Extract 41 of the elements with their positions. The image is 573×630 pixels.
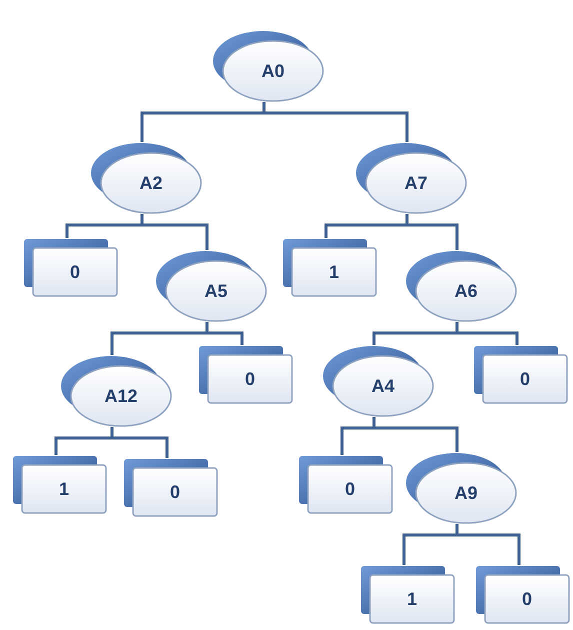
connector-line [406,214,458,250]
box-node [12,455,108,515]
box-node [198,345,294,405]
box-node [475,565,571,625]
ellipse-node [355,142,467,214]
box-node [123,458,219,518]
node-label: A9 [454,484,478,502]
node-label: 0 [70,263,80,281]
node-label: 0 [345,480,355,498]
node-label: A5 [204,282,228,300]
node-label: 1 [59,480,69,498]
box-node [23,238,119,298]
node-label: 0 [520,370,530,388]
connector-line [206,322,244,345]
node-label: A4 [372,377,394,395]
node-label: A7 [404,174,428,192]
ellipse-node [322,345,434,417]
node-label: 0 [170,483,180,501]
node-label: A12 [104,387,138,405]
ellipse-node [90,142,202,214]
node-label: 0 [522,590,532,608]
box-node [473,345,569,405]
node-label: A0 [262,62,284,80]
node-label: 1 [329,263,339,281]
ellipse-node [212,30,324,102]
connector-line [372,417,458,452]
connector-line [456,524,520,565]
ellipse-node [60,355,172,427]
connector-line [456,322,518,345]
connector-line [140,214,208,250]
ellipse-node [405,452,517,524]
node-label: 1 [407,590,417,608]
ellipse-node [405,250,517,322]
connector-line [110,427,168,458]
box-node [298,455,394,515]
ellipse-node [155,250,267,322]
node-label: 0 [245,370,255,388]
box-node [282,238,378,298]
node-label: A6 [454,282,478,300]
box-node [360,565,456,625]
node-label: A2 [140,174,162,192]
